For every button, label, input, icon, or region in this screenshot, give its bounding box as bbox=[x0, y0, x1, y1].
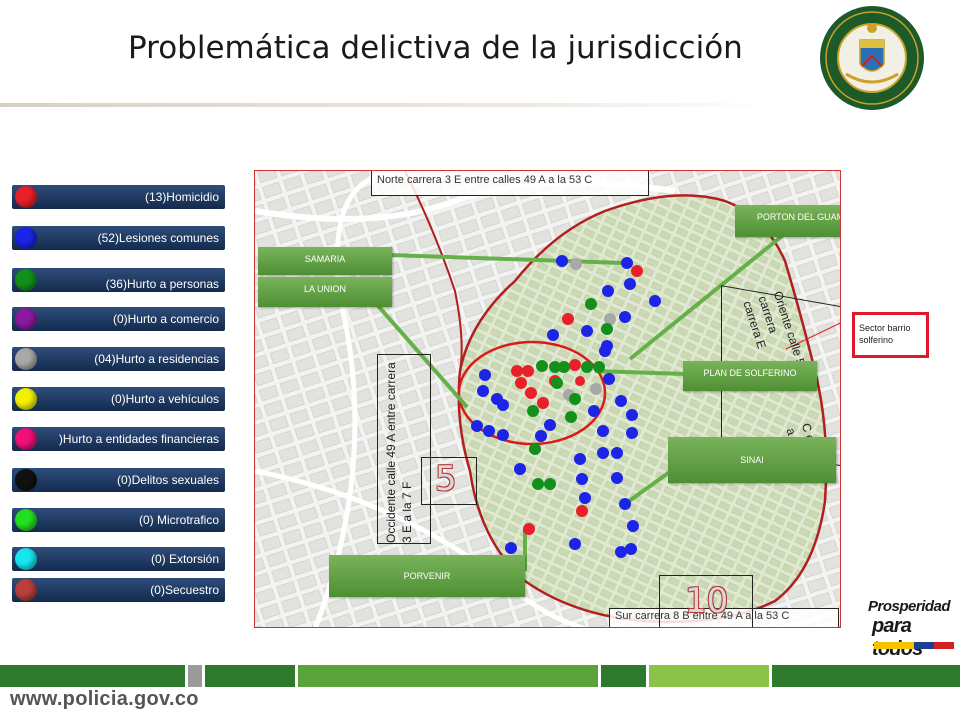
legend-dot-icon bbox=[15, 348, 37, 370]
north-boundary-label: Norte carrera 3 E entre calles 49 A a la… bbox=[371, 171, 649, 196]
legend-dot-icon bbox=[15, 308, 37, 330]
legend-dot-icon bbox=[15, 579, 37, 601]
legend-item-microtrafico: (0) Microtrafico bbox=[12, 508, 225, 532]
legend-label: (36)Hurto a personas bbox=[105, 277, 219, 291]
legend-label: (0)Secuestro bbox=[150, 583, 219, 597]
legend-item-delitos-sexuales: (0)Delitos sexuales bbox=[12, 468, 225, 492]
prosperidad-logo: Prosperidad para todos bbox=[868, 598, 958, 662]
footer-color-bar bbox=[0, 665, 960, 687]
crime-points bbox=[471, 255, 661, 558]
legend-label: (0)Delitos sexuales bbox=[116, 473, 219, 487]
legend-label: (13)Homicidio bbox=[144, 190, 219, 204]
legend-label: (0) Extorsión bbox=[150, 552, 219, 566]
neighborhood-plan-de-solferino[interactable]: PLAN DE SOLFERINO bbox=[683, 361, 817, 391]
legend-dot-icon bbox=[15, 428, 37, 450]
flag-stripe-icon bbox=[874, 642, 954, 649]
title-divider bbox=[0, 103, 770, 107]
legend-dot-icon bbox=[15, 509, 37, 531]
legend-item-hurto-financieras: )Hurto a entidades financieras bbox=[12, 427, 225, 451]
legend-item-homicidio: (13)Homicidio bbox=[12, 185, 225, 209]
zone-5-label: 5 bbox=[435, 459, 457, 499]
policia-seal-icon bbox=[820, 6, 924, 110]
legend-item-hurto-residencias: (04)Hurto a residencias bbox=[12, 347, 225, 371]
legend-dot-icon bbox=[15, 469, 37, 491]
legend-dot-icon bbox=[15, 548, 37, 570]
west-boundary-label: Occidente calle 49 A entre carrera 3 E a… bbox=[384, 362, 414, 543]
legend-dot-icon bbox=[15, 269, 37, 291]
south-boundary-label: Sur carrera 8 B entre 49 A a la 53 C bbox=[609, 608, 839, 627]
legend-item-extorsion: (0) Extorsión bbox=[12, 547, 225, 571]
legend-item-lesiones: (52)Lesiones comunes bbox=[12, 226, 225, 250]
west-boundary-box bbox=[377, 354, 431, 544]
neighborhood-samaria[interactable]: SAMARIA bbox=[258, 247, 392, 275]
neighborhood-sinai[interactable]: SINAI bbox=[668, 437, 836, 483]
page-title: Problemática delictiva de la jurisdicció… bbox=[128, 30, 743, 66]
zone-5-box bbox=[421, 457, 477, 505]
zone-10-box bbox=[659, 575, 753, 627]
legend-label: (52)Lesiones comunes bbox=[97, 231, 219, 245]
legend-item-hurto-personas: (36)Hurto a personas bbox=[12, 268, 225, 292]
legend-dot-icon bbox=[15, 227, 37, 249]
legend-item-hurto-vehiculos: (0)Hurto a vehículos bbox=[12, 387, 225, 411]
legend-label: (04)Hurto a residencias bbox=[94, 352, 219, 366]
sector-solferino-label: Sector barrio solferino bbox=[852, 312, 929, 358]
neighborhood-la-union[interactable]: LA UNION bbox=[258, 277, 392, 307]
neighborhood-porvenir[interactable]: PORVENIR bbox=[329, 555, 525, 597]
legend-item-secuestro: (0)Secuestro bbox=[12, 578, 225, 602]
neighborhood-porton-del-guamo[interactable]: PORTON DEL GUAMO bbox=[735, 205, 840, 237]
legend-item-hurto-comercio: (0)Hurto a comercio bbox=[12, 307, 225, 331]
legend-dot-icon bbox=[15, 388, 37, 410]
legend-label: (0)Hurto a comercio bbox=[112, 312, 219, 326]
legend-label: (0) Microtrafico bbox=[138, 513, 219, 527]
legend-label: )Hurto a entidades financieras bbox=[58, 432, 219, 446]
zone-10-label: 10 bbox=[685, 581, 729, 621]
map-canvas bbox=[255, 171, 840, 627]
legend-dot-icon bbox=[15, 186, 37, 208]
legend-label: (0)Hurto a vehículos bbox=[110, 392, 219, 406]
jurisdiction-map[interactable]: Norte carrera 3 E entre calles 49 A a la… bbox=[254, 170, 841, 628]
footer-url[interactable]: www.policia.gov.co bbox=[10, 688, 199, 710]
